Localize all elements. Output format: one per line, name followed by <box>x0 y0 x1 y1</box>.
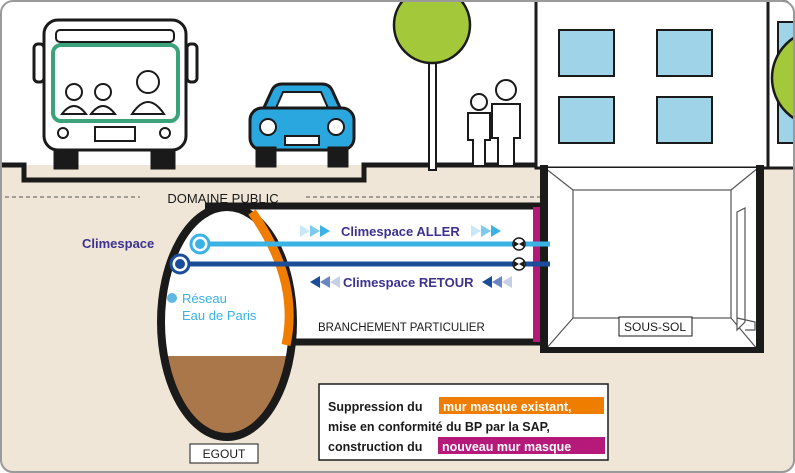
branchement-label: BRANCHEMENT PARTICULIER <box>318 322 485 334</box>
note-line3-text: construction du <box>328 440 422 454</box>
note-box: Suppression du mur masque existant, mise… <box>318 383 609 461</box>
valve-icon <box>512 237 526 251</box>
old-mask-wall <box>248 209 294 346</box>
basement <box>540 165 764 353</box>
note-line1-text: Suppression du <box>328 400 422 414</box>
pedestrian-icon <box>467 93 491 167</box>
pedestrian-icon <box>491 79 521 167</box>
pipe-start-icon <box>189 233 211 255</box>
climespace-aller-label: Climespace ALLER <box>341 224 460 239</box>
climespace-label: Climespace <box>82 236 154 251</box>
building-window <box>656 29 713 77</box>
climespace-retour-label: Climespace RETOUR <box>343 275 474 290</box>
eau-de-paris-icon <box>167 293 177 303</box>
sous-sol-label: SOUS-SOL <box>624 320 686 334</box>
pipe-start-icon <box>169 253 191 275</box>
building <box>534 0 795 170</box>
flow-arrows-aller-icon <box>300 225 501 237</box>
note-line3-highlight: nouveau mur masque <box>442 440 571 454</box>
street-surface <box>0 162 545 183</box>
building-window <box>656 96 713 144</box>
domaine-public-label: DOMAINE PUBLIC <box>167 191 278 206</box>
tree <box>392 0 472 171</box>
building-window <box>558 96 615 144</box>
svg-text:Suppression du: Suppression du <box>328 400 422 414</box>
valve-icon <box>512 257 526 271</box>
note-line2-text: mise en conformité du BP par la SAP, <box>328 420 550 434</box>
old-wall-highlight <box>439 397 604 414</box>
new-wall-highlight <box>438 437 605 454</box>
note-line1-highlight: mur masque existant, <box>443 400 572 414</box>
eau-de-paris-label: Eau de Paris <box>182 308 257 323</box>
new-mask-wall <box>533 207 543 342</box>
car <box>248 82 356 168</box>
flow-arrows-retour-icon <box>310 276 512 288</box>
egout-label: EGOUT <box>203 447 246 461</box>
tree <box>770 28 795 128</box>
reseau-label: Réseau <box>182 291 227 306</box>
bus <box>32 18 199 170</box>
building-window <box>558 29 615 77</box>
